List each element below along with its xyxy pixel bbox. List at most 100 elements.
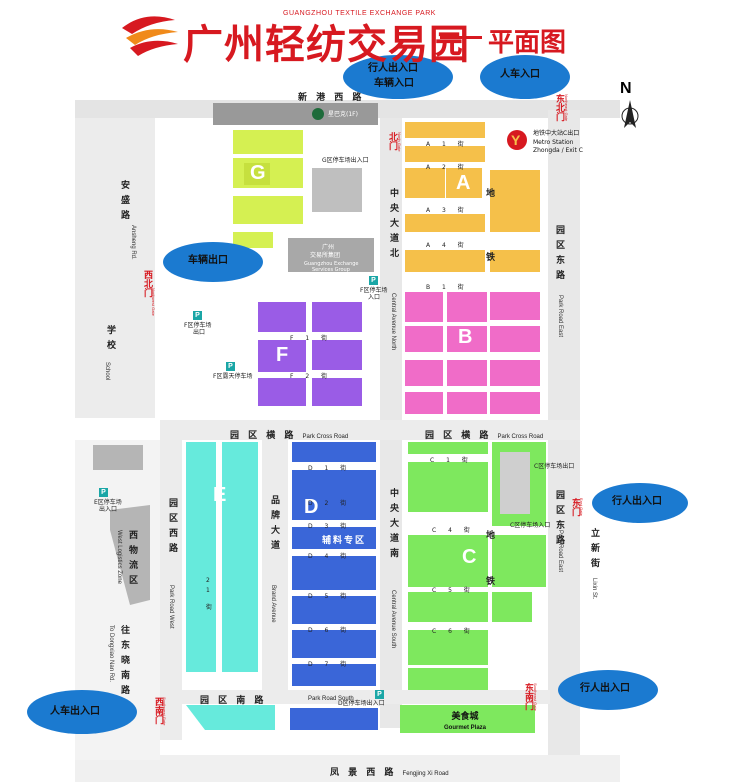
road-bottom: 凤 景 西 路 Fengjing Xi Road [330, 765, 449, 778]
bubble-southwest[interactable] [27, 690, 137, 734]
zone-f-block [258, 302, 306, 332]
gate-southeast[interactable]: 东南门 [523, 683, 533, 710]
road-central-north-en: Central Avenue North [390, 293, 396, 351]
north-building [213, 103, 378, 125]
road-school: 学校 [105, 325, 115, 355]
zone-c-block [408, 592, 488, 622]
street-d7: D 7 街 [308, 661, 352, 668]
street-b1: B 1 街 [426, 284, 469, 291]
road-surface-cross [160, 420, 580, 440]
title-plan: 平面图 [488, 28, 567, 58]
gate-southeast-en: Southeast Gate [533, 683, 538, 711]
road-lixin-en: Lixin St. [591, 578, 597, 600]
zone-a-block [405, 214, 485, 232]
zone-c-block [408, 442, 488, 454]
bubble-southwest-label: 人车出入口 [50, 706, 100, 717]
bubble-north[interactable] [343, 55, 453, 99]
zone-f-letter: F [276, 344, 289, 366]
zone-a-main-block [446, 168, 482, 198]
bubble-northeast-label: 人车入口 [500, 69, 540, 80]
road-park-east-north-en: Park Road East [557, 295, 563, 338]
zone-a-block [405, 250, 485, 272]
zone-b-block [447, 392, 487, 414]
zone-a-block [405, 146, 485, 162]
gourmet-plaza-block [400, 705, 535, 733]
zone-d-block [292, 556, 376, 590]
zone-d-south-block [290, 708, 378, 730]
road-surface-anxiang [75, 118, 155, 418]
c-parking-exit-label: C区停车场出口 [534, 463, 575, 470]
street-e-jie: 街 [206, 604, 218, 611]
road-park-cross-east-label: 园 区 横 路 [425, 431, 492, 441]
road-brand-en: Brand Avenue [270, 585, 276, 623]
road-central-south: 中央大道南 [388, 488, 398, 563]
zone-f-block [312, 340, 362, 370]
zone-e-south-block [186, 705, 275, 730]
title-chinese: 广州轻纺交易园 [183, 22, 470, 68]
gate-north[interactable]: 北门 [387, 132, 397, 150]
road-school-en: School [104, 362, 110, 381]
street-a3: A 3 街 [426, 207, 469, 214]
street-f2: F 2 街 [290, 373, 333, 380]
metro-icon-glyph: Y [511, 132, 521, 148]
road-anxiang-en: Ansheng Rd. [130, 225, 136, 260]
zone-b-block [405, 326, 443, 352]
gate-northeast[interactable]: 东北门 [554, 94, 564, 121]
zone-b-block [405, 292, 443, 322]
metro-line-di-north: 地 [486, 189, 499, 199]
bubble-east-label: 行人出入口 [612, 496, 662, 507]
road-park-cross: 园 区 横 路 Park Cross Road [230, 428, 348, 441]
bubble-east[interactable] [592, 483, 688, 523]
parking-icon: P [193, 311, 202, 320]
street-a4: A 4 街 [426, 242, 469, 249]
bubble-southeast[interactable] [558, 670, 658, 710]
zone-g-letter: G [250, 162, 266, 184]
road-central-north: 中央大道北 [388, 188, 398, 263]
bubble-northeast[interactable] [480, 55, 570, 99]
gate-northwest-en: Northwest Gate [151, 288, 156, 316]
road-surface-south [160, 690, 550, 704]
fuliao-zone [292, 527, 376, 549]
bubble-northwest-label: 车辆出口 [188, 255, 228, 266]
road-park-south-label: 园 区 南 路 [200, 696, 267, 706]
gate-southwest[interactable]: 西南门 [153, 697, 163, 724]
street-c5: C 5 街 [432, 587, 475, 594]
street-f1: F 1 街 [290, 335, 333, 342]
gate-northwest[interactable]: 西北门 [142, 270, 152, 297]
zone-d-block [292, 664, 376, 686]
bubble-northwest[interactable] [163, 242, 263, 282]
gate-east-en: East Gate [579, 498, 584, 516]
zone-e-block [186, 442, 216, 672]
street-a1: A 1 街 [426, 141, 469, 148]
parking-icon: P [226, 362, 235, 371]
zone-e-letter: E [213, 484, 227, 506]
street-d6: D 6 街 [308, 627, 352, 634]
metro-line-tie-north: 铁 [486, 253, 499, 263]
road-to-dongnan-en: To Dongxiao Nan Rd. [108, 625, 114, 683]
gate-east[interactable]: 东门 [570, 498, 580, 516]
road-to-dongnan: 往东晓南路 [119, 625, 129, 700]
parking-icon: P [369, 276, 378, 285]
exchange-group-label-en1: Guangzhou Exchange [304, 261, 359, 267]
street-e-2: 2 [206, 577, 215, 584]
gourmet-plaza-label: 美食城 Gourmet Plaza [444, 712, 486, 733]
road-park-west-en: Park Road West [168, 585, 174, 629]
zone-d-block [292, 442, 376, 462]
zone-g-block [233, 232, 273, 248]
zone-b-block [405, 392, 443, 414]
zone-c-block [408, 668, 488, 690]
road-park-south-en-label: Park Road South [308, 696, 354, 702]
road-surface-bottom [75, 755, 620, 782]
street-d3: D 3 街 [308, 523, 352, 530]
title-english: GUANGZHOU TEXTILE EXCHANGE PARK [283, 10, 436, 17]
road-park-east-north: 园区东路 [554, 225, 564, 285]
exchange-group-label-1: 广州 [322, 244, 335, 251]
zone-a-block [490, 250, 540, 272]
metro-label-en1: Metro Station [533, 139, 574, 146]
road-anxiang: 安盛路 [119, 180, 129, 225]
bubble-north-line2: 车辆入口 [374, 78, 414, 89]
f-open-parking-label: F区露天停车场 [213, 373, 253, 380]
compass-icon [621, 100, 639, 128]
street-d5: D 5 街 [308, 593, 352, 600]
street-c4: C 4 街 [432, 527, 475, 534]
